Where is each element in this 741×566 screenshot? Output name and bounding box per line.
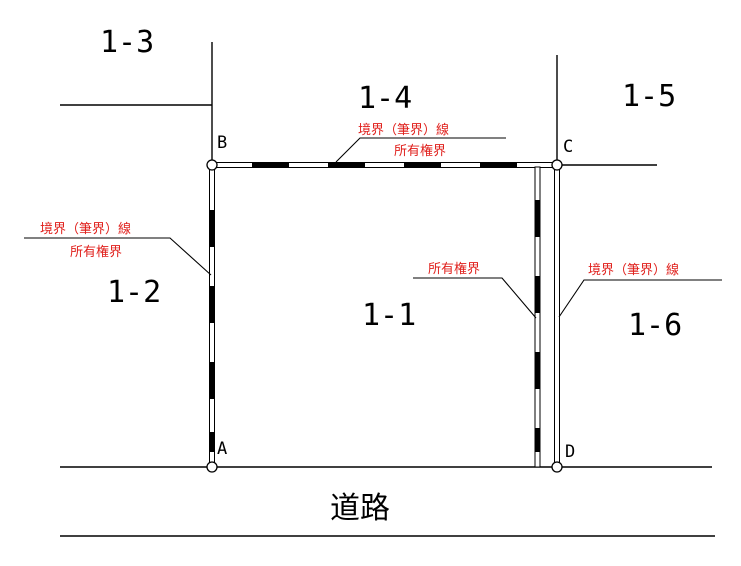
left-ownership-boundary-text: 所有権界 xyxy=(70,244,122,260)
top-annotation-leader xyxy=(335,137,506,163)
middle-annotation-leader xyxy=(413,277,537,319)
leader-lines xyxy=(24,137,722,319)
point-a-label: A xyxy=(217,439,227,459)
top-ownership-boundary-text: 所有権界 xyxy=(394,143,446,159)
left-annotation-leader xyxy=(24,237,212,276)
parcel-1-2-label: 1-2 xyxy=(107,275,161,310)
parcel-1-3-label: 1-3 xyxy=(100,25,154,60)
parcel-1-6-label: 1-6 xyxy=(628,308,682,343)
point-d-label: D xyxy=(565,442,575,462)
right-annotation-leader xyxy=(558,279,722,318)
parcel-1-4-label: 1-4 xyxy=(358,81,412,116)
corner-c-marker xyxy=(551,159,563,171)
road-label: 道路 xyxy=(330,491,390,526)
right-parcel-boundary-text: 境界（筆界）線 xyxy=(588,262,679,278)
corner-d-marker xyxy=(551,461,563,473)
corner-b-marker xyxy=(206,159,218,171)
top-ownership-boundary xyxy=(211,162,558,168)
parcel-1-5-label: 1-5 xyxy=(622,79,676,114)
base-lines xyxy=(60,42,715,537)
point-b-label: B xyxy=(217,133,227,153)
point-c-label: C xyxy=(563,137,573,157)
parcel-numbers: 1-3 1-4 1-5 1-2 1-1 1-6 xyxy=(100,25,682,343)
boundary-annotations: 境界（筆界）線 所有権界 境界（筆界）線 所有権界 所有権界 境界（筆界）線 xyxy=(40,122,679,278)
point-labels: B C A D xyxy=(217,133,575,462)
corner-markers xyxy=(206,159,563,473)
corner-a-marker xyxy=(206,461,218,473)
left-ownership-boundary xyxy=(209,164,215,468)
right-parcel-boundary xyxy=(554,164,560,468)
top-parcel-boundary-text: 境界（筆界）線 xyxy=(358,122,449,138)
middle-ownership-boundary-text: 所有権界 xyxy=(428,261,480,277)
parcel-1-1-label: 1-1 xyxy=(362,298,416,333)
left-parcel-boundary-text: 境界（筆界）線 xyxy=(40,221,131,237)
